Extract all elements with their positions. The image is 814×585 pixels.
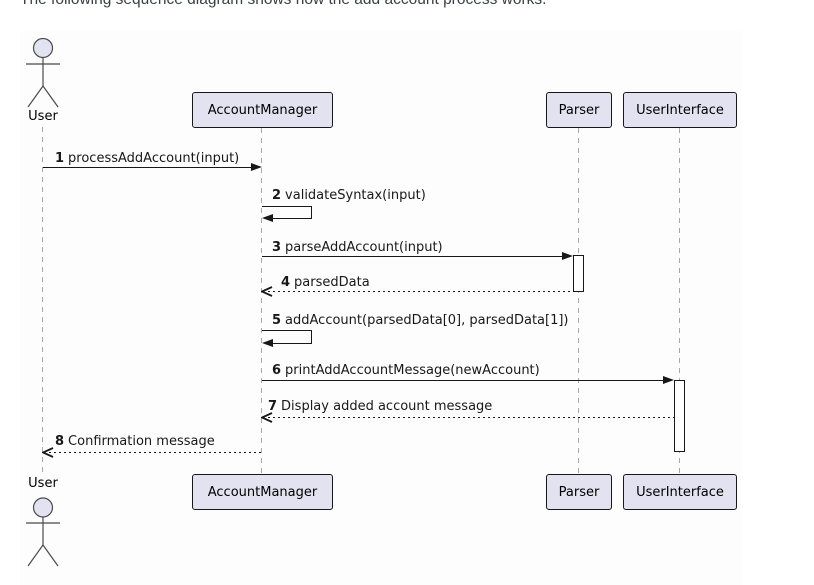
- arrow-head: [251, 163, 262, 171]
- arrow-head: [562, 252, 573, 260]
- message-8-line: [49, 452, 262, 453]
- message-text: Display added account message: [281, 399, 493, 414]
- message-1-line: [43, 167, 252, 168]
- message-text: printAddAccountMessage(newAccount): [285, 363, 540, 378]
- message-number: 2: [272, 188, 282, 203]
- message-7-line: [268, 417, 674, 418]
- intro-text: The following sequence diagram shows how…: [20, 0, 546, 11]
- message-5-line: [262, 330, 312, 331]
- message-number: 3: [272, 240, 282, 255]
- message-text: parsedData: [294, 275, 370, 290]
- message-3-line: [262, 256, 562, 257]
- participant-box-accountmanager-top: AccountManager: [192, 92, 333, 128]
- message-text: validateSyntax(input): [285, 188, 426, 203]
- actor-user-icon: [26, 38, 60, 108]
- message-number: 1: [55, 151, 65, 166]
- message-2-line: [311, 206, 312, 219]
- arrow-head: [261, 286, 273, 297]
- message-number: 4: [281, 275, 291, 290]
- message-text: parseAddAccount(input): [285, 240, 443, 255]
- activation-bar-parser: [573, 255, 584, 292]
- message-2-line: [262, 206, 312, 207]
- actor-label-user-top: User: [28, 109, 58, 124]
- message-number: 5: [272, 313, 282, 328]
- participant-box-userinterface-top: UserInterface: [623, 92, 737, 128]
- message-4-line: [268, 291, 573, 292]
- lifeline-accountmanager: [261, 128, 262, 474]
- intro-text-wrapper: The following sequence diagram shows how…: [20, 0, 546, 11]
- message-6-line: [262, 380, 663, 381]
- actor-user-icon: [26, 497, 60, 567]
- actor-label-user-bottom: User: [28, 476, 58, 491]
- message-text: Confirmation message: [68, 434, 215, 449]
- sequence-diagram-canvas: [20, 31, 742, 585]
- message-5-line: [311, 330, 312, 344]
- participant-box-parser-top: Parser: [546, 92, 612, 128]
- message-number: 6: [272, 363, 282, 378]
- participant-box-userinterface-bottom: UserInterface: [623, 474, 737, 510]
- lifeline-parser: [578, 128, 579, 474]
- participant-box-accountmanager-bottom: AccountManager: [192, 474, 333, 510]
- message-text: processAddAccount(input): [68, 151, 240, 166]
- activation-bar-userinterface: [674, 380, 685, 452]
- participant-box-parser-bottom: Parser: [546, 474, 612, 510]
- arrow-head: [262, 214, 273, 222]
- arrow-head: [262, 339, 273, 347]
- lifeline-userinterface: [679, 128, 680, 474]
- arrow-head: [42, 447, 54, 458]
- message-number: 7: [268, 399, 278, 414]
- message-text: addAccount(parsedData[0], parsedData[1]): [285, 313, 569, 328]
- arrow-head: [663, 376, 674, 384]
- arrow-head: [261, 412, 273, 423]
- lifeline-user: [42, 127, 43, 474]
- message-5-line: [272, 343, 311, 344]
- message-number: 8: [55, 434, 65, 449]
- message-2-line: [272, 218, 311, 219]
